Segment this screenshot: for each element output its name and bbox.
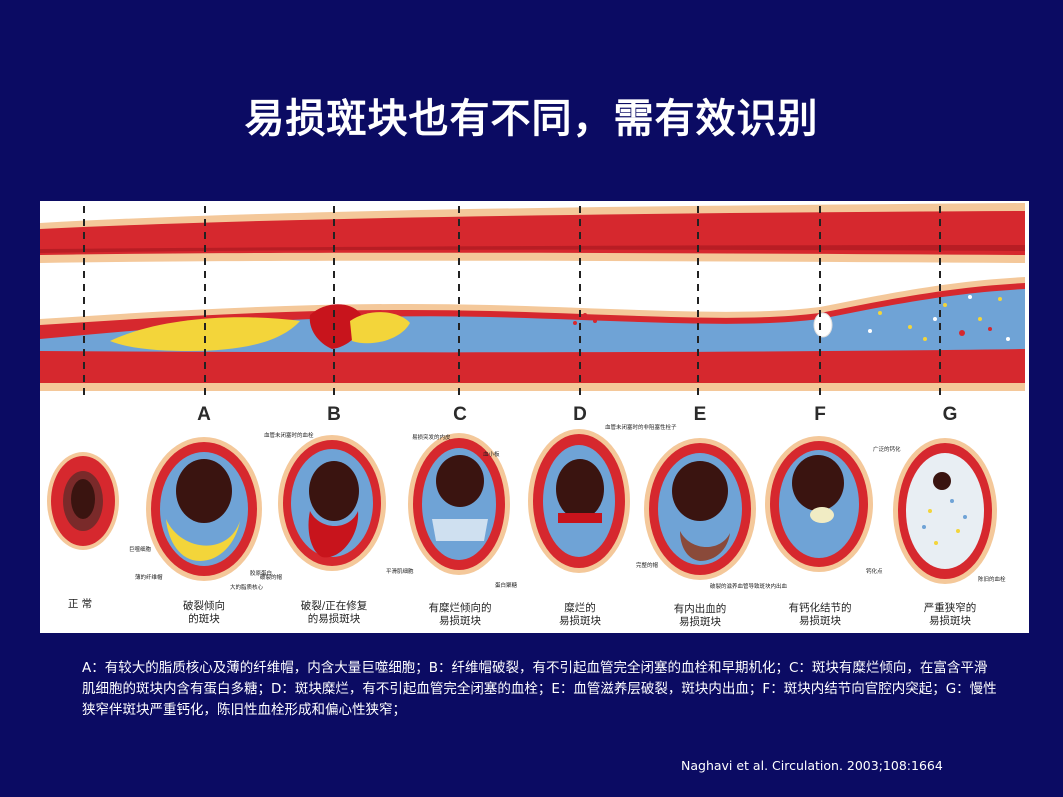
stage-letter-b: B — [327, 404, 341, 425]
stage-letter-a: A — [197, 404, 211, 425]
stage-letter-d: D — [573, 404, 587, 425]
stage-label-c-line2: 易损斑块 — [439, 614, 481, 627]
figure-caption: A：有较大的脂质核心及薄的纤维帽，内含大量巨噬细胞；B：纤维帽破裂，有不引起血管… — [82, 660, 997, 718]
stage-label-a-line1: 破裂倾向 — [183, 599, 225, 612]
cross-section-c — [408, 433, 510, 575]
upper-vessel-wall — [40, 203, 1025, 263]
annotation-occlusive: 血管未闭塞时的非阻塞性栓子 — [605, 423, 677, 431]
stage-label-g-line2: 易损斑块 — [929, 614, 971, 627]
stage-label-e-line1: 有内出血的 — [674, 602, 727, 615]
annotation-lipid-core: 大的脂质核心 — [230, 583, 264, 591]
lower-vessel-wall — [40, 277, 1025, 391]
cross-section-a — [146, 437, 262, 581]
cross-section-d — [528, 429, 630, 573]
cross-section-g — [893, 438, 997, 584]
stage-letter-c: C — [453, 404, 467, 425]
annotation-intact-cap: 完整的帽 — [636, 561, 659, 569]
cross-section-normal — [47, 452, 119, 550]
slide-title: 易损斑块也有不同，需有效识别 — [244, 96, 819, 142]
annotation-ruptured-cap: 破裂的帽 — [260, 573, 283, 581]
plaque-illustration: A B C D E F G — [40, 203, 1025, 628]
stage-label-d-line2: 易损斑块 — [559, 614, 601, 627]
stage-label-g-line1: 严重狭窄的 — [924, 601, 977, 614]
stage-letter-g: G — [943, 404, 958, 425]
annotation-platelet: 血小板 — [483, 450, 500, 458]
stage-letter-f: F — [814, 404, 826, 425]
stage-label-b-line2: 的易损斑块 — [308, 612, 361, 625]
stage-label-normal: 正 常 — [68, 597, 92, 610]
annotation-old-thrombus: 陈旧的血栓 — [978, 575, 1006, 583]
stage-label-e-line2: 易损斑块 — [679, 615, 721, 628]
cross-section-e — [644, 438, 756, 580]
annotation-calcium: 钙化点 — [866, 567, 883, 575]
annotation-collagen: 胶原蛋白 — [250, 569, 272, 577]
annotation-hemorrhage: 破裂的滋养血管导致斑块内出血 — [710, 582, 788, 590]
stage-label-f-line1: 有钙化结节的 — [789, 601, 852, 614]
annotation-calcification: 广泛的钙化 — [873, 445, 901, 453]
stage-label-b-line1: 破裂/正在修复 — [301, 599, 368, 612]
stage-label-a-line2: 的斑块 — [188, 612, 220, 625]
annotation-thrombus: 血管未闭塞时的血栓 — [264, 431, 314, 439]
annotation-proteoglycan: 蛋白聚糖 — [495, 581, 518, 589]
stage-dividers — [83, 206, 941, 397]
annotation-endothelium: 易损突发的内皮 — [412, 433, 451, 441]
stage-label-f-line2: 易损斑块 — [799, 614, 841, 627]
annotation-smooth-muscle: 平滑肌细胞 — [386, 567, 414, 575]
cross-section-b — [278, 435, 386, 571]
vulnerable-plaque-figure: A B C D E F G — [40, 201, 1029, 633]
annotation-thin-cap: 薄的纤维帽 — [135, 573, 163, 581]
cross-section-f — [765, 436, 873, 572]
annotation-macrophage: 巨噬细胞 — [129, 545, 152, 553]
stage-letter-e: E — [694, 404, 707, 425]
stage-label-d-line1: 糜烂的 — [564, 601, 596, 614]
stage-label-c-line1: 有糜烂倾向的 — [429, 601, 492, 614]
citation: Naghavi et al. Circulation. 2003;108:166… — [681, 758, 943, 773]
